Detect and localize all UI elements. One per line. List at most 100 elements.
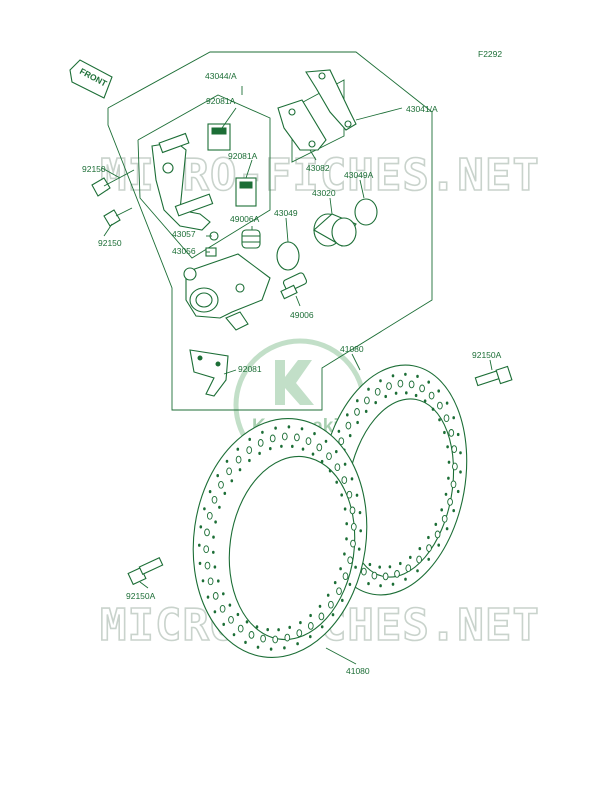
disc-hole [338,437,345,446]
disc-hole [418,547,422,551]
disc-hole [452,416,456,420]
disc-hole [201,579,205,583]
disc-hole [219,604,226,613]
disc-hole [405,564,412,573]
pad-spring-mid [235,177,257,207]
pad-spring-top [207,123,231,151]
disc-hole [211,495,218,504]
disc-hole [288,625,292,630]
disc-hole [434,522,438,527]
disc-hole [341,476,348,484]
label-92150-left: 92150 [98,238,122,248]
disc-hole [204,561,211,570]
disc-hole [216,474,219,478]
disc-hole [444,492,448,496]
disc-hole [347,556,354,565]
disc-hole [416,374,419,378]
disc-hole [309,613,312,618]
disc-hole [208,490,212,494]
disc-hole [428,391,435,400]
disc-hole [342,572,349,581]
disc-hole [296,629,303,637]
disc-hole [235,455,242,464]
brake-disc-front [192,418,368,658]
disc-hole [386,382,392,390]
disc-hole [228,615,234,624]
disc-hole [269,647,273,651]
disc-hole [339,567,342,571]
disc-hole [450,480,457,489]
disc-hole [326,593,330,597]
disc-hole [382,572,389,581]
label-43020: 43020 [312,188,336,198]
disc-hole [404,577,407,581]
disc-hole [456,489,460,494]
disc-hole [334,463,341,472]
label-43057: 43057 [172,229,196,239]
disc-hole [394,570,400,578]
disc-hole [207,577,214,586]
disc-hole [296,642,299,646]
disc-hole [452,509,456,513]
disc-hole [391,582,395,586]
disc-hole [230,479,234,483]
disc-hole [228,603,232,607]
disc-hole [311,452,315,456]
disc-hole [255,625,259,629]
disc-hole [281,432,288,441]
bolt-92150-left [103,207,133,227]
disc-hole [272,635,279,644]
brake-pad-front [277,99,327,151]
disc-hole [354,408,360,416]
disc-hole [346,490,353,499]
disc-hole [212,550,215,554]
label-49006a: 49006A [230,214,260,224]
disc-hole [245,620,249,624]
disc-hole [269,447,272,451]
disc-hole [445,401,449,405]
disc-hole [374,401,378,405]
disc-hole [225,459,229,463]
disc-hole [284,633,291,642]
disc-hole [260,634,266,643]
disc-hole [408,380,415,389]
label-92150-top: 92150 [82,164,106,174]
pad-spring-92081 [189,349,229,397]
disc-hole [222,622,225,627]
disc-hole [355,493,359,497]
disc-hole [256,645,260,649]
disc-hole [203,545,210,554]
disc-hole [397,379,404,388]
disc-hole [356,399,359,403]
disc-hole [248,437,251,441]
disc-hole [246,446,253,454]
label-92081a-top: 92081A [206,96,236,106]
disc-hole [218,480,224,489]
disc-hole [405,391,408,395]
disc-hole [440,508,444,512]
disc-hole [280,444,283,448]
disc-hole [448,429,455,437]
label-43056: 43056 [172,246,196,256]
disc-hole [218,505,221,509]
disc-hole [212,592,219,600]
disc-hole [331,613,335,617]
disc-hole [244,640,247,645]
disc-hole [416,555,422,564]
disc-hole [291,444,294,448]
disc-hole [350,539,356,548]
disc-hole [443,414,450,423]
disc-hole [328,469,332,473]
disc-hole [309,635,312,639]
disc-hole [198,543,201,547]
disc-hole [357,547,361,551]
disc-hole [336,587,342,596]
disc-hole [320,459,324,464]
disc-hole [358,510,362,515]
disc-hole [217,579,220,583]
disc-hole [328,600,334,609]
disc-hole [300,427,304,431]
boot-49006a [241,229,261,249]
disc-hole [437,401,443,410]
label-43082: 43082 [306,163,330,173]
